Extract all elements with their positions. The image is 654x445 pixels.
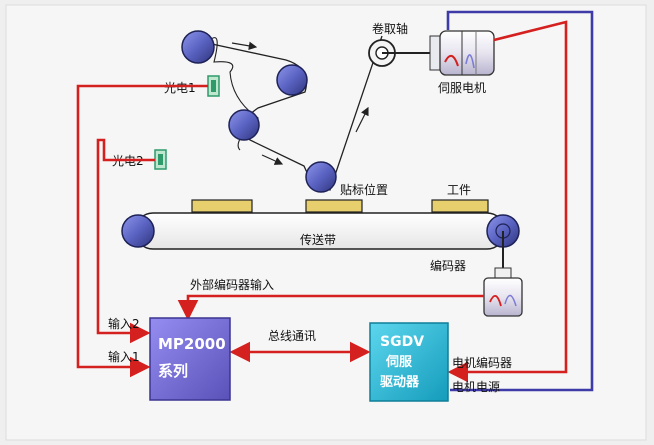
drive-name-text: 驱动器 [380, 375, 420, 390]
controller-series-text: 系列 [158, 362, 188, 380]
photo-sensor-1 [207, 75, 220, 97]
photo-sensor-1-label: 光电1 [164, 81, 196, 95]
tape-direction-arrow-1 [231, 41, 258, 50]
sgdv-servo-drive: SGDV 伺服 驱动器 [369, 322, 449, 402]
winding-shaft [368, 39, 432, 67]
drive-type-text: 伺服 [385, 354, 413, 370]
tape-direction-arrow-3 [355, 106, 369, 133]
workpiece-3 [431, 199, 489, 213]
tape-roller-4 [305, 161, 337, 193]
workpiece-2 [305, 199, 363, 213]
input-1-label: 输入1 [108, 349, 140, 364]
tape-roller-3 [228, 109, 260, 141]
servo-motor-label: 伺服电机 [438, 81, 486, 95]
wire-motor-encoder [447, 20, 568, 383]
workpiece-1 [191, 199, 253, 213]
wire-motor-power [446, 10, 594, 392]
external-encoder-input-label: 外部编码器输入 [190, 277, 274, 292]
workpiece-label: 工件 [447, 183, 471, 197]
wire-photo-sensor-2 [96, 138, 155, 344]
encoder-label: 编码器 [430, 258, 466, 273]
photo-sensor-2 [154, 149, 167, 170]
wire-photo-sensor-1 [76, 84, 208, 378]
winding-shaft-label: 卷取轴 [372, 21, 408, 36]
tape-direction-arrow-2 [261, 154, 284, 165]
mp2000-controller: MP2000 系列 [149, 317, 231, 401]
bus-communication-label: 总线通讯 [268, 329, 316, 343]
labeling-position-label: 贴标位置 [340, 182, 388, 197]
conveyor-belt-label: 传送带 [300, 232, 336, 247]
tape-roller-1 [181, 30, 215, 64]
motor-encoder-label: 电机编码器 [452, 355, 512, 370]
wire-external-encoder [177, 294, 484, 321]
servo-motor [429, 30, 495, 76]
controller-model-text: MP2000 [158, 335, 226, 353]
encoder [483, 231, 523, 317]
input-2-label: 输入2 [108, 316, 140, 331]
motor-power-label: 电机电源 [452, 380, 500, 394]
tape-roller-2 [276, 64, 308, 96]
drive-model-text: SGDV [380, 334, 424, 350]
